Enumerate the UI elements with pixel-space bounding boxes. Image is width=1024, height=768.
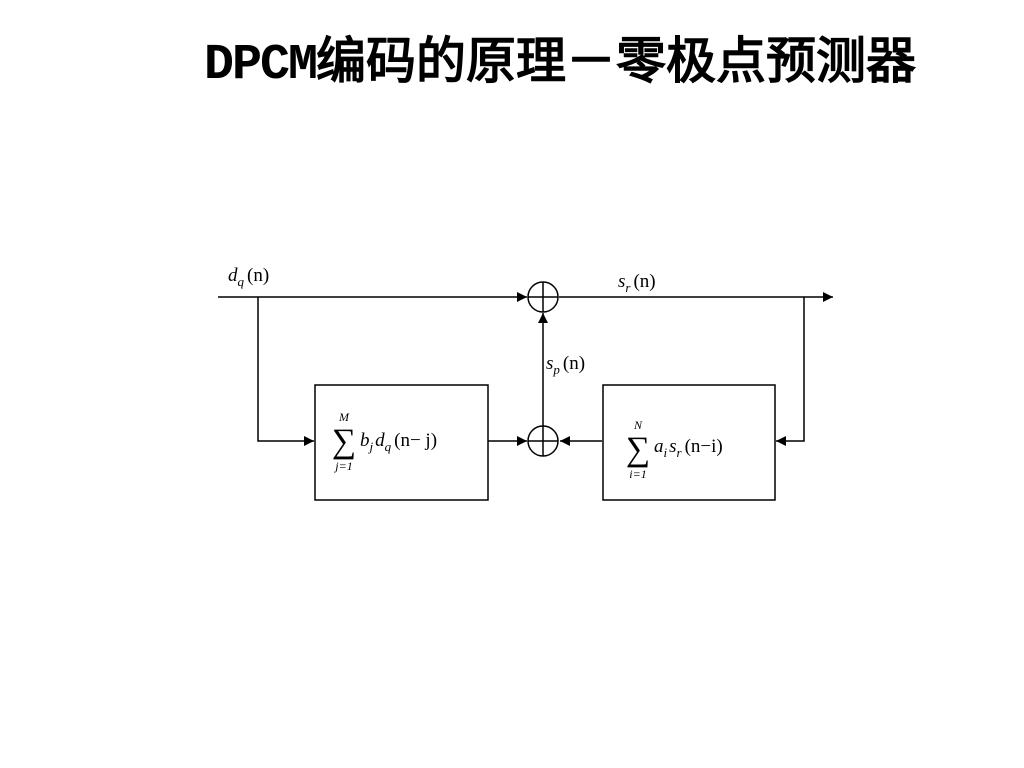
title-text: 编码的原理－零极点预测器	[316, 31, 917, 90]
output-signal-label: sr(n)	[618, 271, 656, 295]
zero-sum-lower-limit: j=1	[333, 459, 352, 473]
input-branch-line	[257, 297, 314, 446]
summing-junction-bottom	[527, 425, 559, 457]
zero-filter-box	[314, 384, 489, 501]
pole-sum-lower-limit: i=1	[629, 467, 646, 481]
page-title: DPCM编码的原理－零极点预测器	[130, 30, 990, 97]
input-signal-label: dq(n)	[228, 265, 269, 289]
sum-symbol: ∑	[626, 431, 650, 468]
summing-junction-top	[527, 281, 559, 313]
pole-sum-upper-limit: N	[633, 418, 643, 432]
pole-filter-box	[602, 384, 776, 501]
title-prefix: DPCM	[203, 37, 318, 94]
zero-sum-upper-limit: M	[338, 410, 350, 424]
output-feedback-line	[776, 297, 805, 446]
prediction-signal-label: sp(n)	[546, 353, 585, 377]
sum-symbol: ∑	[332, 423, 356, 460]
